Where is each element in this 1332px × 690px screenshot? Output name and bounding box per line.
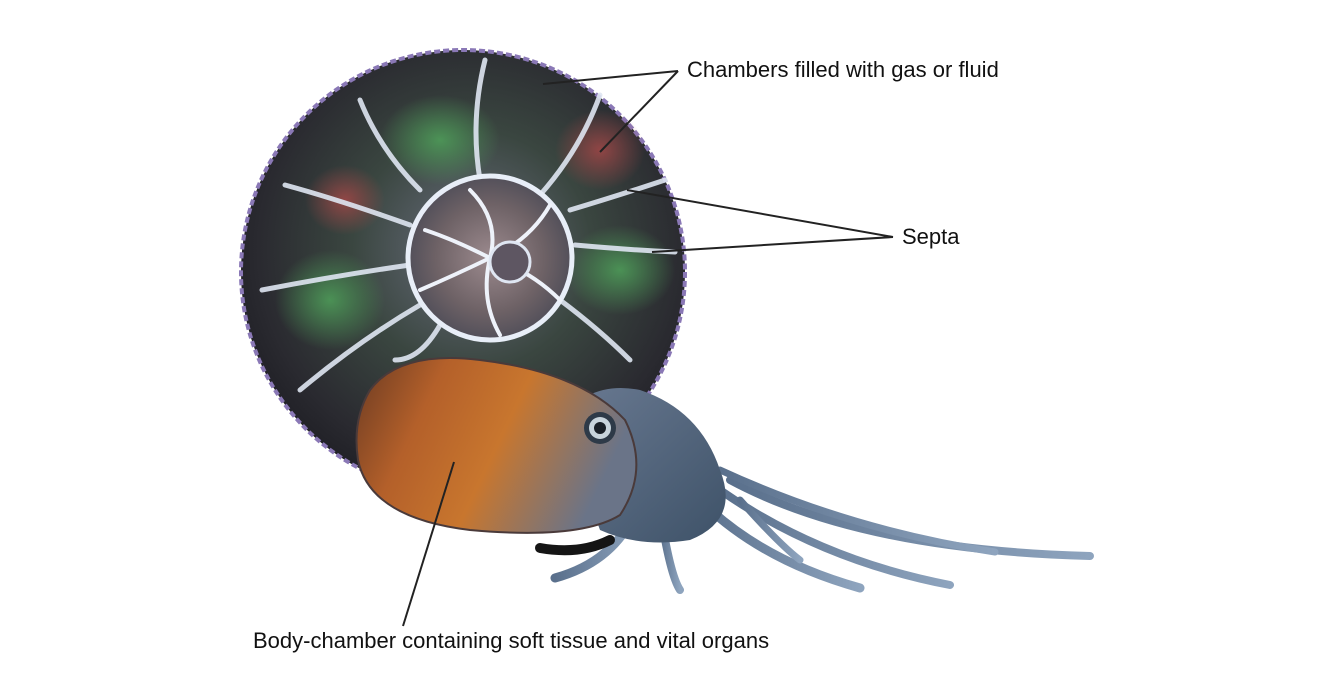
eye-pupil	[594, 422, 606, 434]
leader-lines	[402, 70, 894, 627]
shell-center	[488, 240, 532, 284]
tentacle	[726, 476, 1094, 560]
septum	[468, 188, 495, 260]
tentacle	[716, 466, 999, 556]
leader-line-septa	[626, 189, 894, 238]
septum	[557, 297, 633, 363]
septum	[282, 182, 413, 228]
shell	[239, 48, 687, 496]
septum	[418, 256, 492, 292]
eye	[584, 412, 616, 444]
septum	[423, 228, 492, 260]
shell-color-patch	[305, 165, 385, 235]
label-body-chamber: Body-chamber containing soft tissue and …	[253, 628, 770, 653]
septum	[484, 256, 502, 337]
body-chamber	[355, 357, 638, 534]
body-chamber-shape	[355, 357, 638, 534]
septum	[259, 262, 413, 293]
leader-line-body	[402, 461, 455, 627]
shell-color-patch	[565, 225, 675, 315]
label-chambers: Chambers filled with gas or fluid	[687, 57, 999, 82]
dark-arm	[535, 535, 615, 556]
label-septa: Septa	[902, 224, 960, 249]
septum	[392, 322, 443, 363]
leader-line-chambers	[542, 70, 679, 85]
tentacle	[736, 496, 804, 564]
septum	[567, 177, 668, 213]
leader-line-chambers	[599, 70, 679, 153]
leader-line-septa	[651, 236, 894, 253]
septum	[473, 57, 488, 183]
tentacles	[550, 466, 1094, 594]
shell-color-patch	[555, 110, 645, 190]
septum	[357, 97, 423, 193]
septum	[537, 92, 603, 198]
septum	[297, 302, 423, 393]
septa-outer	[259, 57, 678, 393]
shell-color-patch	[380, 95, 500, 185]
